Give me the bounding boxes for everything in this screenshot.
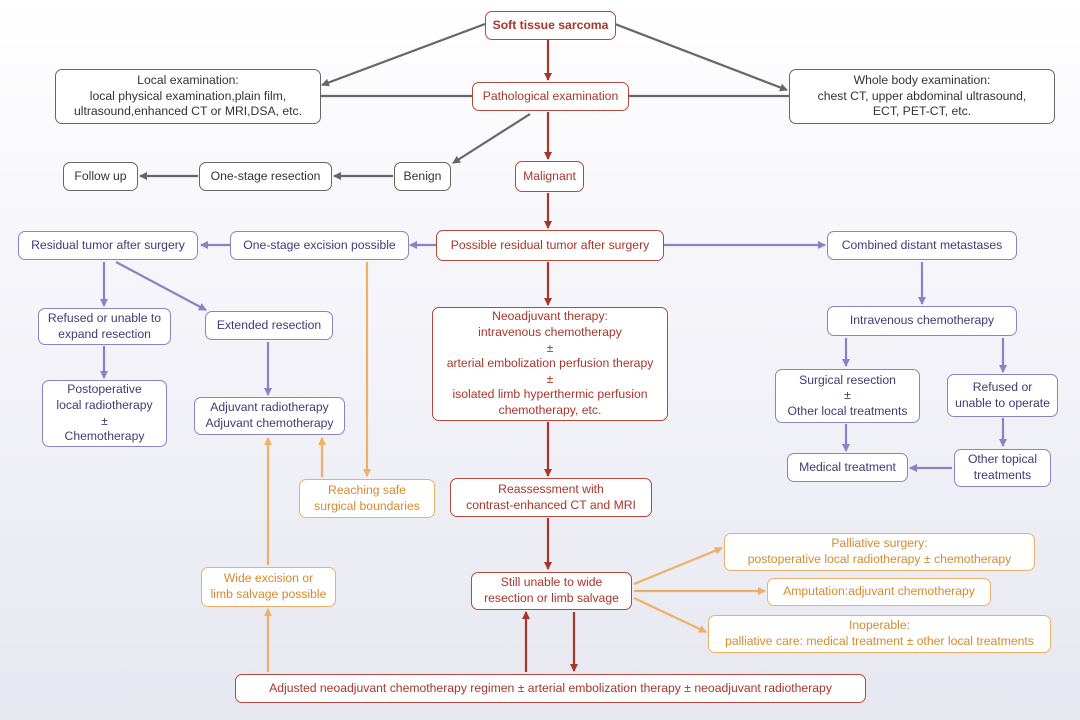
edge-still-unable-to-palliative	[633, 546, 723, 586]
node-wide-excision-limb-salvage: Wide excision or limb salvage possible	[201, 567, 336, 607]
node-local-examination: Local examination: local physical examin…	[55, 69, 321, 124]
node-neoadjuvant-therapy: Neoadjuvant therapy: intravenous chemoth…	[432, 307, 668, 421]
node-malignant: Malignant	[515, 161, 584, 192]
node-other-topical-treatments: Other topical treatments	[954, 449, 1051, 487]
node-refused-unable-operate: Refused or unable to operate	[947, 374, 1058, 417]
node-whole-body-examination: Whole body examination: chest CT, upper …	[789, 69, 1055, 124]
node-still-unable: Still unable to wide resection or limb s…	[471, 572, 632, 610]
edge-pathology-to-benign	[452, 113, 531, 164]
node-one-stage-excision-possible: One-stage excision possible	[230, 231, 409, 260]
edge-still-unable-to-inoperable	[633, 597, 707, 633]
node-refused-unable-expand: Refused or unable to expand resection	[38, 308, 171, 345]
node-surgical-resection: Surgical resection ± Other local treatme…	[775, 369, 920, 423]
node-pathological-examination: Pathological examination	[472, 82, 629, 111]
node-reaching-safe-boundaries: Reaching safe surgical boundaries	[299, 479, 435, 518]
node-benign: Benign	[394, 162, 451, 191]
node-amputation: Amputation:adjuvant chemotherapy	[767, 578, 991, 606]
node-reassessment: Reassessment with contrast-enhanced CT a…	[450, 478, 652, 517]
node-medical-treatment: Medical treatment	[787, 453, 908, 482]
edge-residual-tumor-to-extended	[115, 261, 207, 311]
node-postoperative-local-radiotherapy: Postoperative local radiotherapy ± Chemo…	[42, 380, 167, 447]
node-adjuvant-radiotherapy: Adjuvant radiotherapy Adjuvant chemother…	[194, 397, 345, 435]
node-palliative-surgery: Palliative surgery: postoperative local …	[724, 533, 1035, 571]
node-residual-tumor-after-surgery: Residual tumor after surgery	[18, 231, 198, 260]
edge-sarcoma-to-local-exam	[321, 22, 486, 87]
node-inoperable: Inoperable: palliative care: medical tre…	[708, 615, 1051, 653]
node-combined-distant-metastases: Combined distant metastases	[827, 231, 1017, 260]
node-possible-residual-tumor: Possible residual tumor after surgery	[436, 230, 664, 261]
node-follow-up: Follow up	[63, 162, 138, 191]
node-intravenous-chemotherapy: Intravenous chemotherapy	[827, 306, 1017, 336]
node-one-stage-resection: One-stage resection	[199, 162, 332, 191]
edge-sarcoma-to-whole-body-exam	[614, 22, 788, 92]
node-soft-tissue-sarcoma: Soft tissue sarcoma	[485, 11, 616, 40]
node-adjusted-regimen: Adjusted neoadjuvant chemotherapy regime…	[235, 674, 866, 703]
node-extended-resection: Extended resection	[205, 311, 333, 340]
